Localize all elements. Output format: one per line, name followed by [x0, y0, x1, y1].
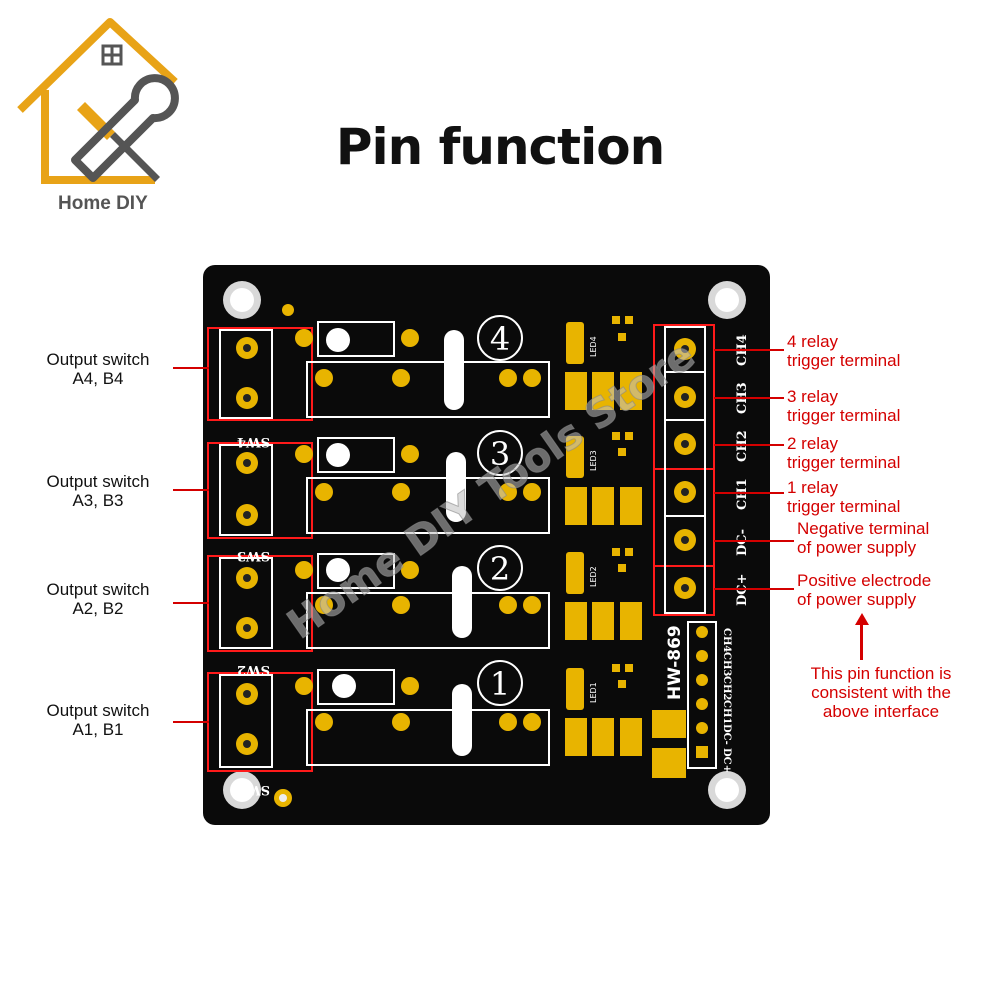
led-label-4: LED4 [589, 336, 598, 357]
left-annotation-a1b1: Output switch A1, B1 [46, 701, 150, 739]
pointer-line-ch2 [714, 444, 784, 446]
pointer-line-ch4 [714, 349, 784, 351]
right-annotation-ch4: 4 relay trigger terminal [787, 332, 901, 370]
header-pins [687, 621, 717, 769]
header-label-ch3: CH3 [721, 652, 732, 676]
left-annotation-a3b3: Output switch A3, B3 [46, 472, 150, 510]
house-icon [17, 18, 178, 184]
led-label-3: LED3 [589, 450, 598, 471]
pointer-line-a3b3 [173, 489, 209, 491]
right-annotation-dc-plus: Positive electrode of power supply [797, 571, 932, 609]
terminal-label-ch2: CH2 [735, 430, 750, 462]
logo-brand: Home DIY [58, 193, 148, 214]
relay-number-1: 1 [490, 665, 510, 703]
terminal-label-dc-minus: DC- [735, 529, 750, 556]
pointer-line-ch1 [714, 492, 784, 494]
sw-label-4: SW4 [237, 434, 270, 449]
mounting-holes [223, 281, 746, 809]
header-label-ch2: CH2 [721, 676, 732, 700]
pointer-line-ch3 [714, 397, 784, 399]
up-arrow-icon [855, 613, 869, 625]
up-arrow-shaft [860, 624, 863, 660]
output-terminals [207, 327, 313, 772]
terminal-label-ch1: CH1 [735, 478, 750, 510]
sw-label-3: SW3 [237, 548, 270, 563]
led-label-2: LED2 [589, 566, 598, 587]
header-label-dc-plus: DC+ [721, 748, 732, 773]
page-title: Pin function [335, 118, 665, 176]
sw-label-2: SW2 [237, 662, 270, 677]
relay-pads [295, 329, 541, 731]
right-annotation-ch3: 3 relay trigger terminal [787, 387, 901, 425]
board-model: HW-869 [665, 625, 685, 700]
sw-label-1: SW1 [237, 782, 270, 797]
pointer-line-a4b4 [173, 367, 209, 369]
left-annotation-a4b4: Output switch A4, B4 [46, 350, 150, 388]
right-annotation-ch2: 2 relay trigger terminal [787, 434, 901, 472]
right-annotation-dc-minus: Negative terminal of power supply [797, 519, 930, 557]
left-annotation-a2b2: Output switch A2, B2 [46, 580, 150, 618]
wrench-icon [71, 74, 179, 182]
relay-white-holes [326, 328, 472, 756]
pointer-line-dc-minus [714, 540, 794, 542]
header-note: This pin function is consistent with the… [810, 664, 952, 721]
home-diy-logo [17, 18, 179, 184]
relay-number-circles [477, 315, 523, 706]
relay-footprints [306, 321, 550, 766]
header-label-ch1: CH1 [721, 700, 732, 724]
pointer-line-dc-plus [714, 588, 794, 590]
relay-number-3: 3 [490, 435, 510, 473]
right-annotation-ch1: 1 relay trigger terminal [787, 478, 901, 516]
pointer-line-a1b1 [173, 721, 209, 723]
smd-components [565, 316, 686, 778]
pointer-line-a2b2 [173, 602, 209, 604]
header-label-dc-minus: DC- [721, 724, 732, 745]
relay-number-2: 2 [490, 550, 510, 588]
header-label-ch4: CH4 [721, 628, 732, 652]
relay-number-4: 4 [490, 320, 510, 358]
led-label-1: LED1 [589, 682, 598, 703]
input-terminal-block [653, 324, 715, 616]
